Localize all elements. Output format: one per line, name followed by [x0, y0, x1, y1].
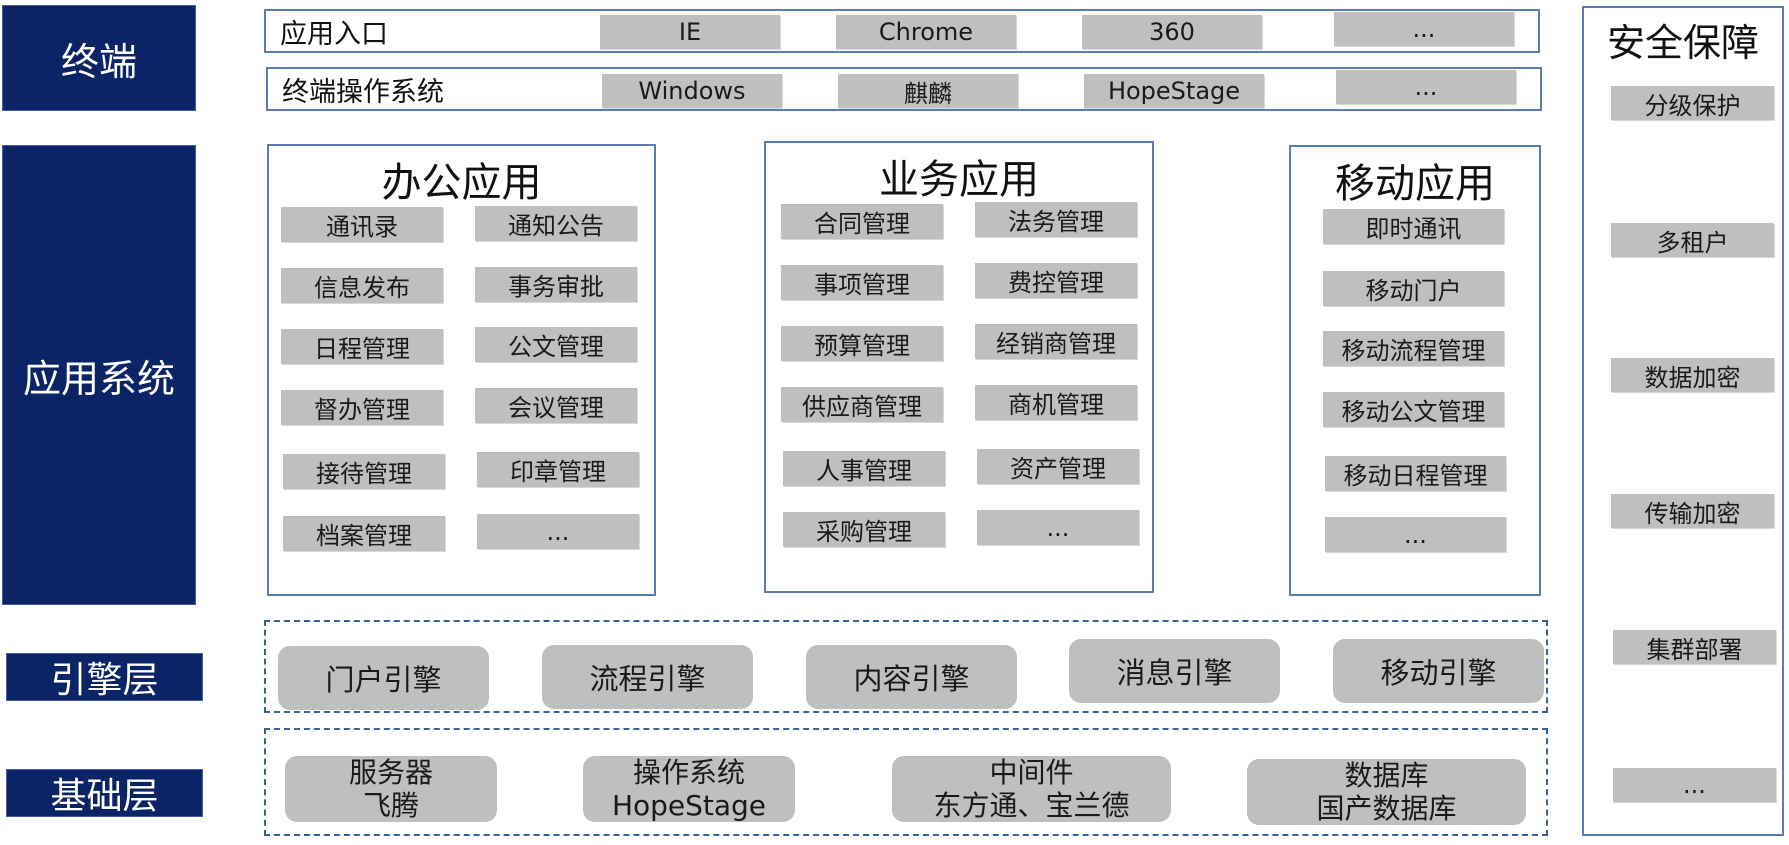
mobile-item: 移动日程管理: [1325, 456, 1506, 491]
security-box: [1582, 6, 1784, 836]
base-item-line2: 国产数据库: [1316, 792, 1457, 825]
mobile-item: ...: [1325, 517, 1506, 552]
os-chip-kylin: 麒麟: [838, 74, 1018, 108]
base-item-line1: 服务器: [348, 756, 433, 789]
engine-item: 内容引擎: [806, 645, 1017, 709]
business-item: 预算管理: [781, 326, 943, 361]
business-item: 商机管理: [975, 385, 1137, 420]
base-item-line1: 中间件: [989, 756, 1074, 789]
engine-layer-box: [264, 620, 1548, 713]
base-item-database: 数据库 国产数据库: [1247, 759, 1526, 825]
office-item: 通知公告: [475, 206, 637, 241]
mobile-item: 移动流程管理: [1323, 331, 1504, 366]
security-item: 数据加密: [1611, 358, 1774, 392]
base-item-server: 服务器 飞腾: [285, 756, 497, 822]
office-item: 日程管理: [281, 329, 443, 364]
office-item: 通讯录: [281, 207, 443, 242]
base-item-line2: 东方通、宝兰德: [933, 789, 1130, 822]
layer-label-app-system: 应用系统: [2, 145, 196, 605]
entry-chip-360: 360: [1082, 15, 1262, 49]
base-item-line1: 操作系统: [632, 756, 745, 789]
business-apps-title: 业务应用: [879, 157, 1039, 203]
security-item: 多租户: [1611, 223, 1774, 257]
office-item: 公文管理: [475, 327, 637, 362]
base-item-line1: 数据库: [1344, 759, 1429, 792]
business-item: 人事管理: [783, 451, 945, 486]
mobile-apps-title: 移动应用: [1335, 161, 1495, 207]
base-item-os: 操作系统 HopeStage: [583, 756, 795, 822]
business-item: 采购管理: [783, 512, 945, 547]
engine-item: 门户引擎: [278, 646, 489, 710]
layer-label-base: 基础层: [6, 769, 203, 817]
office-item: 接待管理: [283, 454, 445, 489]
office-item: 档案管理: [283, 516, 445, 551]
office-item: 信息发布: [281, 268, 443, 303]
business-item: 供应商管理: [781, 387, 943, 422]
base-item-middleware: 中间件 东方通、宝兰德: [892, 756, 1171, 822]
business-item: 费控管理: [975, 263, 1137, 298]
business-item: 经销商管理: [975, 324, 1137, 359]
engine-item: 流程引擎: [542, 645, 753, 709]
security-item: 集群部署: [1613, 630, 1776, 664]
terminal-os-label: 终端操作系统: [282, 76, 444, 108]
entry-chip-chrome: Chrome: [836, 15, 1016, 49]
mobile-item: 移动门户: [1323, 271, 1504, 306]
business-item: 资产管理: [977, 449, 1139, 484]
mobile-item: 即时通讯: [1323, 209, 1504, 244]
layer-label-terminal: 终端: [2, 5, 196, 111]
security-item: ...: [1613, 768, 1776, 802]
office-item: 印章管理: [477, 452, 639, 487]
mobile-item: 移动公文管理: [1323, 392, 1504, 427]
business-item: 事项管理: [781, 265, 943, 300]
base-item-line2: 飞腾: [362, 789, 419, 822]
engine-item: 移动引擎: [1333, 639, 1544, 703]
office-item: ...: [477, 514, 639, 549]
layer-label-engine: 引擎层: [6, 653, 203, 701]
entry-chip-more: ...: [1334, 12, 1514, 46]
engine-item: 消息引擎: [1069, 639, 1280, 703]
base-item-line2: HopeStage: [611, 789, 767, 822]
app-entry-label: 应用入口: [280, 18, 388, 50]
office-item: 会议管理: [475, 388, 637, 423]
office-item: 事务审批: [475, 267, 637, 302]
os-chip-hopestage: HopeStage: [1084, 74, 1264, 108]
base-layer-box: [264, 728, 1548, 836]
security-item: 传输加密: [1611, 494, 1774, 528]
entry-chip-ie: IE: [600, 15, 780, 49]
security-title: 安全保障: [1606, 21, 1759, 65]
business-item: 合同管理: [781, 204, 943, 239]
business-item: 法务管理: [975, 202, 1137, 237]
security-item: 分级保护: [1611, 86, 1774, 120]
office-item: 督办管理: [281, 390, 443, 425]
office-apps-title: 办公应用: [381, 160, 542, 206]
os-chip-more: ...: [1336, 70, 1516, 104]
os-chip-windows: Windows: [602, 74, 782, 108]
business-item: ...: [977, 510, 1139, 545]
